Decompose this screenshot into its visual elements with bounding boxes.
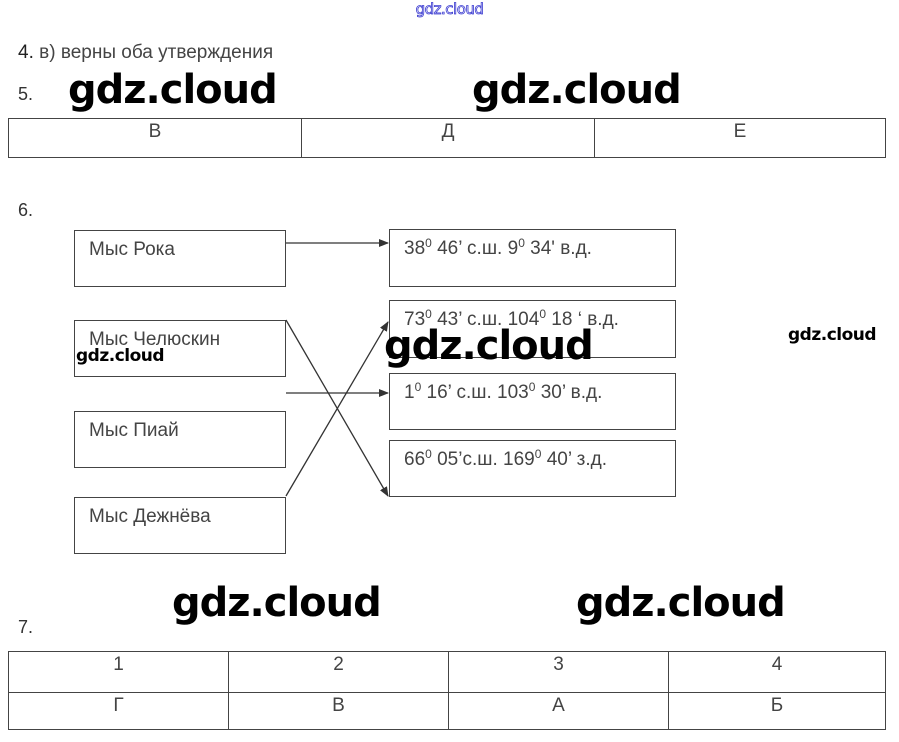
cape-box: Мыс Пиай [74,411,286,468]
table-cell: А [448,692,669,730]
table-row: Г В А Б [8,692,886,730]
question-4: 4. в) верны оба утверждения [18,42,273,64]
question-7-table: 1 2 3 4 Г В А Б [8,651,886,730]
table-header-cell: 3 [448,651,669,693]
question-5-table: В Д Е [8,118,886,158]
coordinate-box: 730 43’ с.ш. 1040 18 ‘ в.д. [389,300,676,358]
table-cell: В [228,692,449,730]
watermark: gdz.cloud [384,323,594,369]
table-header-cell: 1 [8,651,229,693]
question-6-number: 6. [18,200,34,220]
table-header-cell: 2 [228,651,449,693]
table-row: В Д Е [8,118,886,158]
question-7-number: 7. [18,617,34,637]
cape-box: Мыс Дежнёва [74,497,286,554]
table-cell: В [8,118,302,158]
table-cell: Г [8,692,229,730]
cape-box: Мыс Рока [74,230,286,287]
watermark: gdz.cloud [76,346,165,366]
watermark: gdz.cloud [576,580,786,626]
table-cell: Б [668,692,886,730]
coordinate-box: 660 05’с.ш. 1690 40’ з.д. [389,440,676,497]
watermark: gdz.cloud [68,67,278,113]
watermark: gdz.cloud [472,67,682,113]
watermark: gdz.cloud [172,580,382,626]
arrow-dezhnev [285,321,389,497]
table-cell: Д [301,118,595,158]
watermark: gdz.cloud [788,325,877,345]
question-5-number: 5. [18,84,34,104]
cape-box: Мыс Челюскин [74,320,286,377]
question-4-number: 4. [18,42,34,63]
table-header-cell: 4 [668,651,886,693]
coordinate-box: 380 46’ с.ш. 90 34' в.д. [389,229,676,287]
question-4-answer: в) верны оба утверждения [39,42,274,63]
table-header-row: 1 2 3 4 [8,651,886,693]
watermark-top: gdz.cloud [415,0,484,18]
table-cell: Е [594,118,886,158]
coordinate-box: 10 16’ с.ш. 1030 30’ в.д. [389,373,676,430]
